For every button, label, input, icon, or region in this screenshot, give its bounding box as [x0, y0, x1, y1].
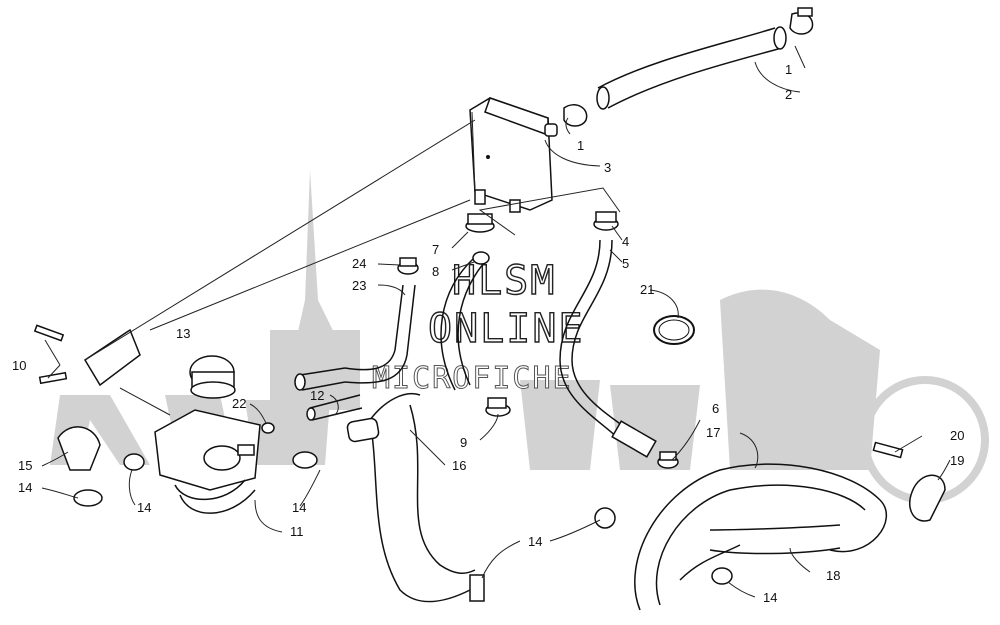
callout-14b: 14	[137, 500, 151, 515]
part-13-cap	[189, 355, 236, 399]
clamp-21	[653, 315, 695, 345]
part-15-elbow	[57, 426, 101, 471]
part-8-hose	[440, 257, 475, 391]
callout-23: 23	[352, 278, 366, 293]
callout-17: 17	[706, 425, 720, 440]
callout-14e: 14	[763, 590, 777, 605]
callout-14c: 14	[292, 500, 306, 515]
callout-8: 8	[432, 264, 439, 279]
leader-lines	[41, 45, 951, 598]
callout-14d: 14	[528, 534, 542, 549]
clamp-24	[397, 257, 419, 275]
part-reservoir	[154, 409, 261, 491]
callout-12: 12	[310, 388, 324, 403]
callout-numbers: 1 2 1 3 4 5 7 8 24 23 21 13 10 22 12 9 6…	[12, 62, 964, 605]
part-5-hose	[559, 239, 621, 441]
callout-16: 16	[452, 458, 466, 473]
callout-13: 13	[176, 326, 190, 341]
watermark-line3: MICROFICHE	[372, 361, 573, 396]
clamp-1-top	[789, 7, 814, 35]
part-23-hose	[344, 284, 404, 371]
part-18-hose	[709, 524, 841, 531]
callout-11: 11	[290, 524, 304, 539]
clamp-6	[657, 451, 679, 469]
part-17-hose	[634, 463, 881, 611]
callout-7: 7	[432, 242, 439, 257]
callout-6: 6	[712, 401, 719, 416]
callout-21: 21	[640, 282, 654, 297]
callout-18: 18	[826, 568, 840, 583]
callout-19: 19	[950, 453, 964, 468]
part-11-elbow	[179, 489, 256, 514]
callout-5: 5	[622, 256, 629, 271]
callout-20: 20	[950, 428, 964, 443]
background-watermark	[50, 170, 989, 504]
part-3-tank	[469, 97, 558, 213]
callout-3: 3	[604, 160, 611, 175]
clamp-1-mid	[563, 104, 588, 127]
watermark-line1: HLSM	[452, 258, 556, 304]
part-10-bolts	[33, 324, 141, 387]
callout-9: 9	[460, 435, 467, 450]
part-16-hose	[369, 419, 471, 603]
clamp-4	[593, 211, 619, 231]
callout-15: 15	[18, 458, 32, 473]
part-19-clip	[909, 474, 946, 522]
callout-1a: 1	[785, 62, 792, 77]
part-12-tube	[309, 394, 361, 409]
clamp-9	[485, 397, 511, 417]
callout-4: 4	[622, 234, 629, 249]
part-2-hose	[596, 26, 787, 110]
callout-22: 22	[232, 396, 246, 411]
callout-10: 10	[12, 358, 26, 373]
callout-14a: 14	[18, 480, 32, 495]
callout-1b: 1	[577, 138, 584, 153]
callout-2: 2	[785, 87, 792, 102]
part-20-bolt	[872, 441, 904, 459]
watermark-line2: ONLINE	[428, 306, 585, 352]
callout-24: 24	[352, 256, 366, 271]
